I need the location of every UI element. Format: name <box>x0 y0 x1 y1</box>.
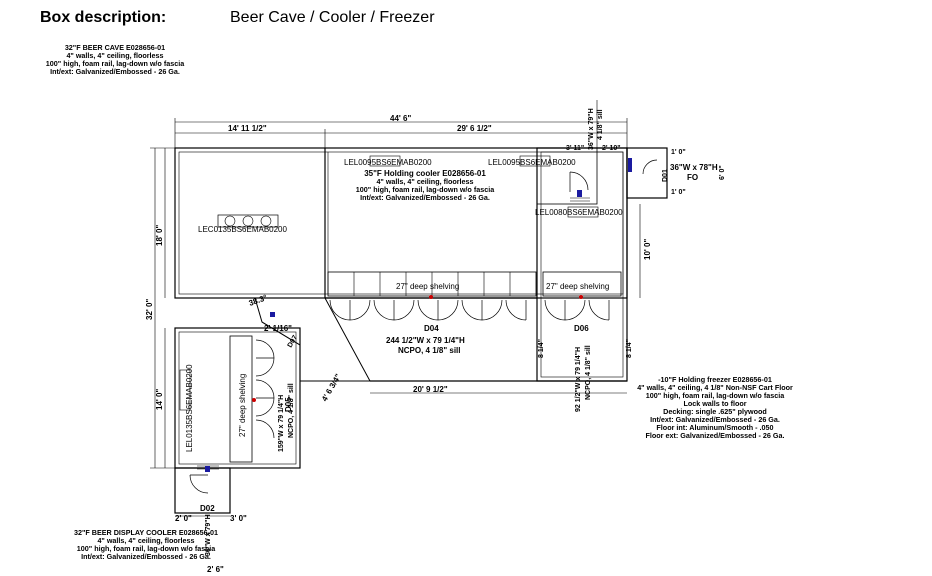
display-small-box <box>174 467 231 514</box>
dim-display-bottom: 2' 6" <box>207 565 224 574</box>
holding-freezer-spec-line: Int/ext: Galvanized/Embossed - 26 Ga. <box>650 415 780 424</box>
door-d06-spec: 92 1/2"W x 79 1/4"H <box>575 347 582 412</box>
display-shelving <box>229 335 253 463</box>
diagonal-connector <box>254 297 371 382</box>
door-d02-spec: 36"W x 79"H <box>205 514 212 556</box>
dim-right-width: 29' 6 1/2" <box>457 124 492 133</box>
vestibule-outline <box>536 147 598 205</box>
dim-left-height-top: 18' 0" <box>155 225 164 246</box>
display-cooler-spec-line: 100" high, foam rail, lag-down w/o fasci… <box>76 544 216 553</box>
door-d03-spec2: 4 1/8" sill <box>597 109 604 140</box>
holding-cooler-spec-line: 4" walls, 4" ceiling, floorless <box>376 177 474 186</box>
dim-display-left: 2' 0" <box>175 514 192 523</box>
beer-cave-spec-line: Int/ext: Galvanized/Embossed - 26 Ga. <box>50 67 180 76</box>
holding-freezer-spec-line: -10"F Holding freezer E028656-01 <box>658 375 772 384</box>
display-outline <box>174 327 301 469</box>
door-d04-spec2: NCPO, 4 1/8" sill <box>398 346 460 355</box>
dim-fo-top: 1' 0" <box>671 149 686 156</box>
shelving-freezer-label: 27" deep shelving <box>546 282 609 291</box>
upper-box-inner <box>178 151 624 295</box>
equip-lel-left: LEL0095BS6EMAB0200 <box>344 158 432 167</box>
marker-d04 <box>429 295 433 299</box>
door-d05-label: D05 <box>284 397 293 412</box>
marker-display <box>252 398 256 402</box>
equip-lel-right: LEL0095BS6EMAB0200 <box>488 158 576 167</box>
holding-cooler-spec: 35"F Holding cooler E028656-01 4" walls,… <box>340 170 510 202</box>
dim-left-height-bottom: 14' 0" <box>155 389 164 410</box>
dim-small-a: 8 1/4" <box>538 339 545 358</box>
display-cooler-spec-line: 4" walls, 4" ceiling, floorless <box>97 536 195 545</box>
holding-freezer-spec-line: Floor ext: Galvanized/Embossed - 26 Ga. <box>645 431 785 440</box>
dim-small-b: 8 1/4" <box>626 339 633 358</box>
holding-cooler-spec-line: 100" high, foam rail, lag-down w/o fasci… <box>355 185 495 194</box>
evaporator-display <box>179 369 191 411</box>
marker-d02 <box>205 466 210 472</box>
dim-fo-side: 6' 0" <box>719 165 726 180</box>
dim-fo-bot: 1' 0" <box>671 189 686 196</box>
dim-small-d: 2' 1/16" <box>264 324 292 333</box>
display-inner <box>178 331 297 465</box>
upper-box-outline <box>174 147 628 299</box>
dim-left-height-total: 32' 0" <box>145 299 154 320</box>
holding-cooler-spec-line: 35"F Holding cooler E028656-01 <box>364 169 486 178</box>
freezer-outline <box>536 147 628 382</box>
door-d07-label: D07 <box>287 334 300 349</box>
holding-freezer-spec-line: Floor int: Aluminum/Smooth - .050 <box>656 423 774 432</box>
diag-inner <box>261 321 301 346</box>
dim-freezer-height: 10' 0" <box>643 239 652 260</box>
display-cooler-spec-line: Int/ext: Galvanized/Embossed - 26 Ga. <box>81 552 211 561</box>
display-cooler-spec-line: 32"F BEER DISPLAY COOLER E028656-01 <box>73 528 219 537</box>
evaporator-cooler-right <box>519 155 551 167</box>
door-d03-spec: 36"W x 79"H <box>588 108 595 150</box>
marker-diag <box>270 312 275 317</box>
holding-cooler-spec-line: Int/ext: Galvanized/Embossed - 26 Ga. <box>360 193 490 202</box>
fo-label: FO <box>687 173 698 182</box>
door-d06-spec2: NCPO, 4 1/8" sill <box>585 345 592 400</box>
equip-lec-beer-cave: LEC0135BS6EMAB0200 <box>198 225 288 234</box>
shelving-display-label: 27" deep shelving <box>238 374 247 437</box>
door-d06-label: D06 <box>574 324 589 333</box>
door-d04-spec: 244 1/2"W x 79 1/4"H <box>386 336 465 345</box>
door-d02-label: D02 <box>200 504 215 513</box>
beer-cave-spec-line: 32"F BEER CAVE E028656-01 <box>64 43 166 52</box>
holding-freezer-spec-line: Decking: single .625" plywood <box>663 407 767 416</box>
marker-d06 <box>579 295 583 299</box>
beer-cave-spec: 32"F BEER CAVE E028656-01 4" walls, 4" c… <box>40 44 190 76</box>
dim-display-right: 3' 0" <box>230 514 247 523</box>
door-d05-spec2: NCPO, 4 1/8" sill <box>288 383 295 438</box>
evaporator-cooler-left <box>369 155 401 167</box>
holding-freezer-spec-line: Lock walls to floor <box>683 399 747 408</box>
marker-vestibule <box>577 190 582 197</box>
dim-side-right: 2' 10" <box>602 145 621 152</box>
evaporator-freezer <box>567 206 599 218</box>
door-d05-spec: 159"W x 79 1/4"H <box>278 395 285 452</box>
equip-lel-display: LEL0135BS6EMAB0200 <box>185 364 194 452</box>
freezer-inner <box>540 151 624 378</box>
holding-freezer-spec-line: 4" walls, 4" ceiling, 4 1/8" Non-NSF Car… <box>637 383 793 392</box>
dim-bottom-run: 20' 9 1/2" <box>413 385 448 394</box>
box-description-label: Box description: <box>40 9 167 26</box>
door-d01-label: D01 <box>662 169 669 182</box>
beer-cave-spec-line: 100" high, foam rail, lag-down w/o fasci… <box>45 59 185 68</box>
dim-side-top: 3' 11" <box>566 145 584 152</box>
fo-box <box>626 147 668 199</box>
equip-lel-freezer: LEL0080BS6EMAB0200 <box>535 208 623 217</box>
shelving-main-label: 27" deep shelving <box>396 282 459 291</box>
fo-spec: 36"W x 78"H <box>670 163 718 172</box>
door-d04-label: D04 <box>424 324 439 333</box>
holding-freezer-spec-line: 100" high, foam rail, lag-down w/o fasci… <box>645 391 785 400</box>
holding-freezer-spec: -10"F Holding freezer E028656-01 4" wall… <box>610 376 820 440</box>
evaporator-cave <box>217 214 279 228</box>
dim-left-width: 14' 11 1/2" <box>228 124 267 133</box>
dim-diag-b: 38.3° <box>248 293 269 308</box>
beer-cave-spec-line: 4" walls, 4" ceiling, floorless <box>66 51 164 60</box>
dim-diag-a: 4' 6 3/4" <box>320 372 343 403</box>
marker-fo <box>628 158 632 172</box>
dim-overall-width: 44' 6" <box>390 114 411 123</box>
box-description-value: Beer Cave / Cooler / Freezer <box>230 9 435 26</box>
display-cooler-spec: 32"F BEER DISPLAY COOLER E028656-01 4" w… <box>56 529 236 561</box>
